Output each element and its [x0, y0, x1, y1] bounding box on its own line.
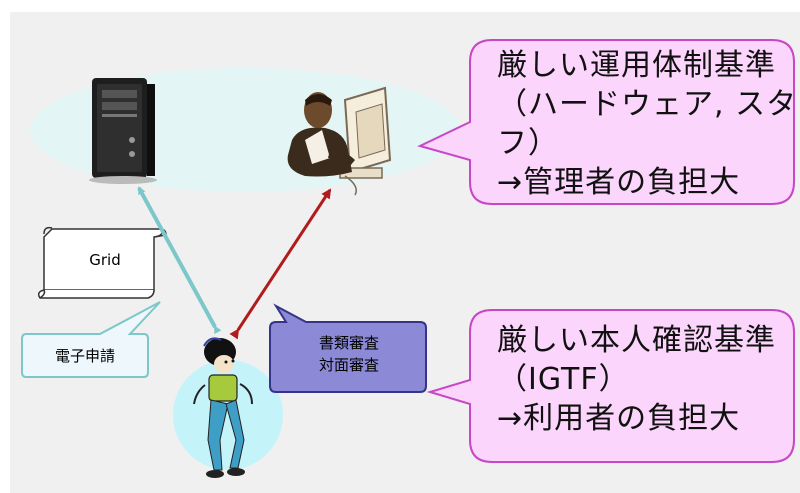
- admin-callout-line-4: →管理者の負担大: [497, 165, 741, 200]
- application-callout: [21, 301, 161, 378]
- server-tower-icon: [89, 78, 157, 184]
- review-text: 書類審査 対面審査: [274, 332, 424, 376]
- user-callout: [426, 309, 795, 463]
- administrator-at-computer-icon: [287, 86, 392, 196]
- application-label: 電子申請: [54, 347, 115, 365]
- review-line-1: 書類審査: [318, 334, 379, 352]
- student-user-icon: [193, 337, 253, 478]
- user-callout-line-3: →利用者の負担大: [497, 401, 741, 436]
- admin-callout-text: 厳しい運用体制基準 （ハードウェア, スタッ フ） →管理者の負担大: [497, 46, 800, 202]
- admin-callout-line-2: （ハードウェア, スタッ: [497, 87, 800, 122]
- user-callout-line-1: 厳しい本人確認基準: [497, 323, 776, 358]
- admin-user-arrow: [229, 188, 332, 340]
- user-highlight-circle: [173, 360, 283, 470]
- admin-callout: [417, 39, 795, 205]
- grid-label: Grid: [89, 251, 121, 269]
- admin-callout-line-1: 厳しい運用体制基準: [497, 48, 776, 83]
- user-callout-line-2: （IGTF）: [497, 362, 630, 397]
- review-callout: [269, 303, 427, 393]
- server-user-arrow: [137, 186, 222, 335]
- user-callout-text: 厳しい本人確認基準 （IGTF） →利用者の負担大: [497, 321, 787, 438]
- review-line-2: 対面審査: [318, 356, 379, 374]
- admin-callout-line-3: フ）: [497, 126, 559, 161]
